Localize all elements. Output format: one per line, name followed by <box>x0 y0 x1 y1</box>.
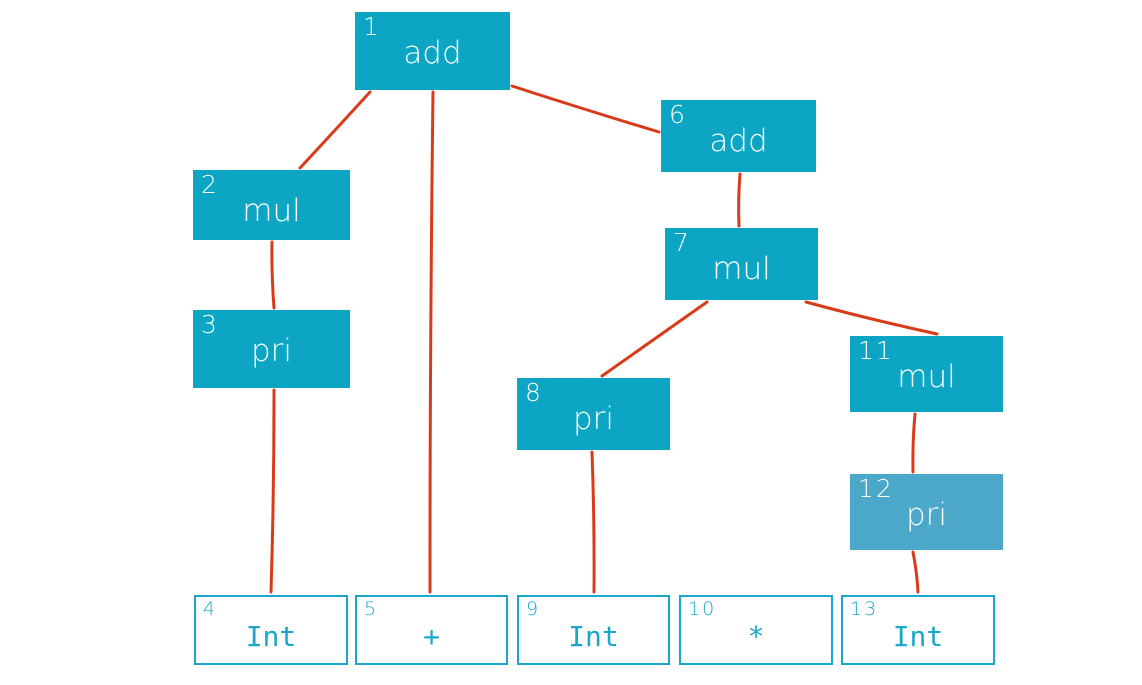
node-label: pri <box>250 333 293 369</box>
edge-n2-n3 <box>270 240 276 310</box>
tree-node-1[interactable]: 1 add <box>355 12 510 90</box>
node-label: Int <box>568 620 619 653</box>
node-label: mul <box>242 193 301 229</box>
node-label: * <box>747 620 765 653</box>
tree-node-2[interactable]: 2 mul <box>193 170 350 240</box>
node-label: add <box>709 123 768 159</box>
node-index: 2 <box>201 170 219 199</box>
edge-n1-n5 <box>428 90 435 594</box>
tree-node-7[interactable]: 7 mul <box>665 228 818 300</box>
node-index: 3 <box>201 310 219 339</box>
node-label: pri <box>572 401 615 437</box>
node-label: mul <box>897 359 956 395</box>
node-index: 10 <box>688 598 717 620</box>
node-index: 12 <box>858 474 894 503</box>
edge-n7-n8 <box>600 300 709 378</box>
node-label: pri <box>905 497 948 533</box>
node-index: 9 <box>526 598 541 620</box>
edge-n1-n2 <box>298 90 372 170</box>
edge-n1-n6 <box>510 84 661 134</box>
node-label: mul <box>712 251 771 287</box>
node-index: 1 <box>363 12 381 41</box>
tree-node-6[interactable]: 6 add <box>661 100 816 172</box>
edge-n7-n11 <box>804 300 939 336</box>
node-index: 7 <box>673 228 691 257</box>
node-index: 4 <box>203 598 218 620</box>
edge-n8-n9 <box>590 450 596 594</box>
node-index: 13 <box>850 598 879 620</box>
tree-node-8[interactable]: 8 pri <box>517 378 670 450</box>
edge-n3-n4 <box>269 388 276 594</box>
node-label: Int <box>892 620 944 653</box>
tree-node-12[interactable]: 12 pri <box>850 474 1003 550</box>
node-index: 5 <box>364 598 379 620</box>
tree-node-5[interactable]: 5+ <box>355 595 508 665</box>
node-index: 8 <box>525 378 543 407</box>
node-label: Int <box>245 620 297 653</box>
edge-n11-n12 <box>911 412 917 474</box>
node-index: 11 <box>858 336 894 365</box>
tree-node-3[interactable]: 3 pri <box>193 310 350 388</box>
node-index: 6 <box>669 100 687 129</box>
tree-node-10[interactable]: 10 * <box>679 595 833 665</box>
node-label: add <box>403 35 462 71</box>
node-label: + <box>423 620 440 653</box>
edge-n6-n7 <box>737 172 742 228</box>
edge-n12-n13 <box>911 550 920 594</box>
